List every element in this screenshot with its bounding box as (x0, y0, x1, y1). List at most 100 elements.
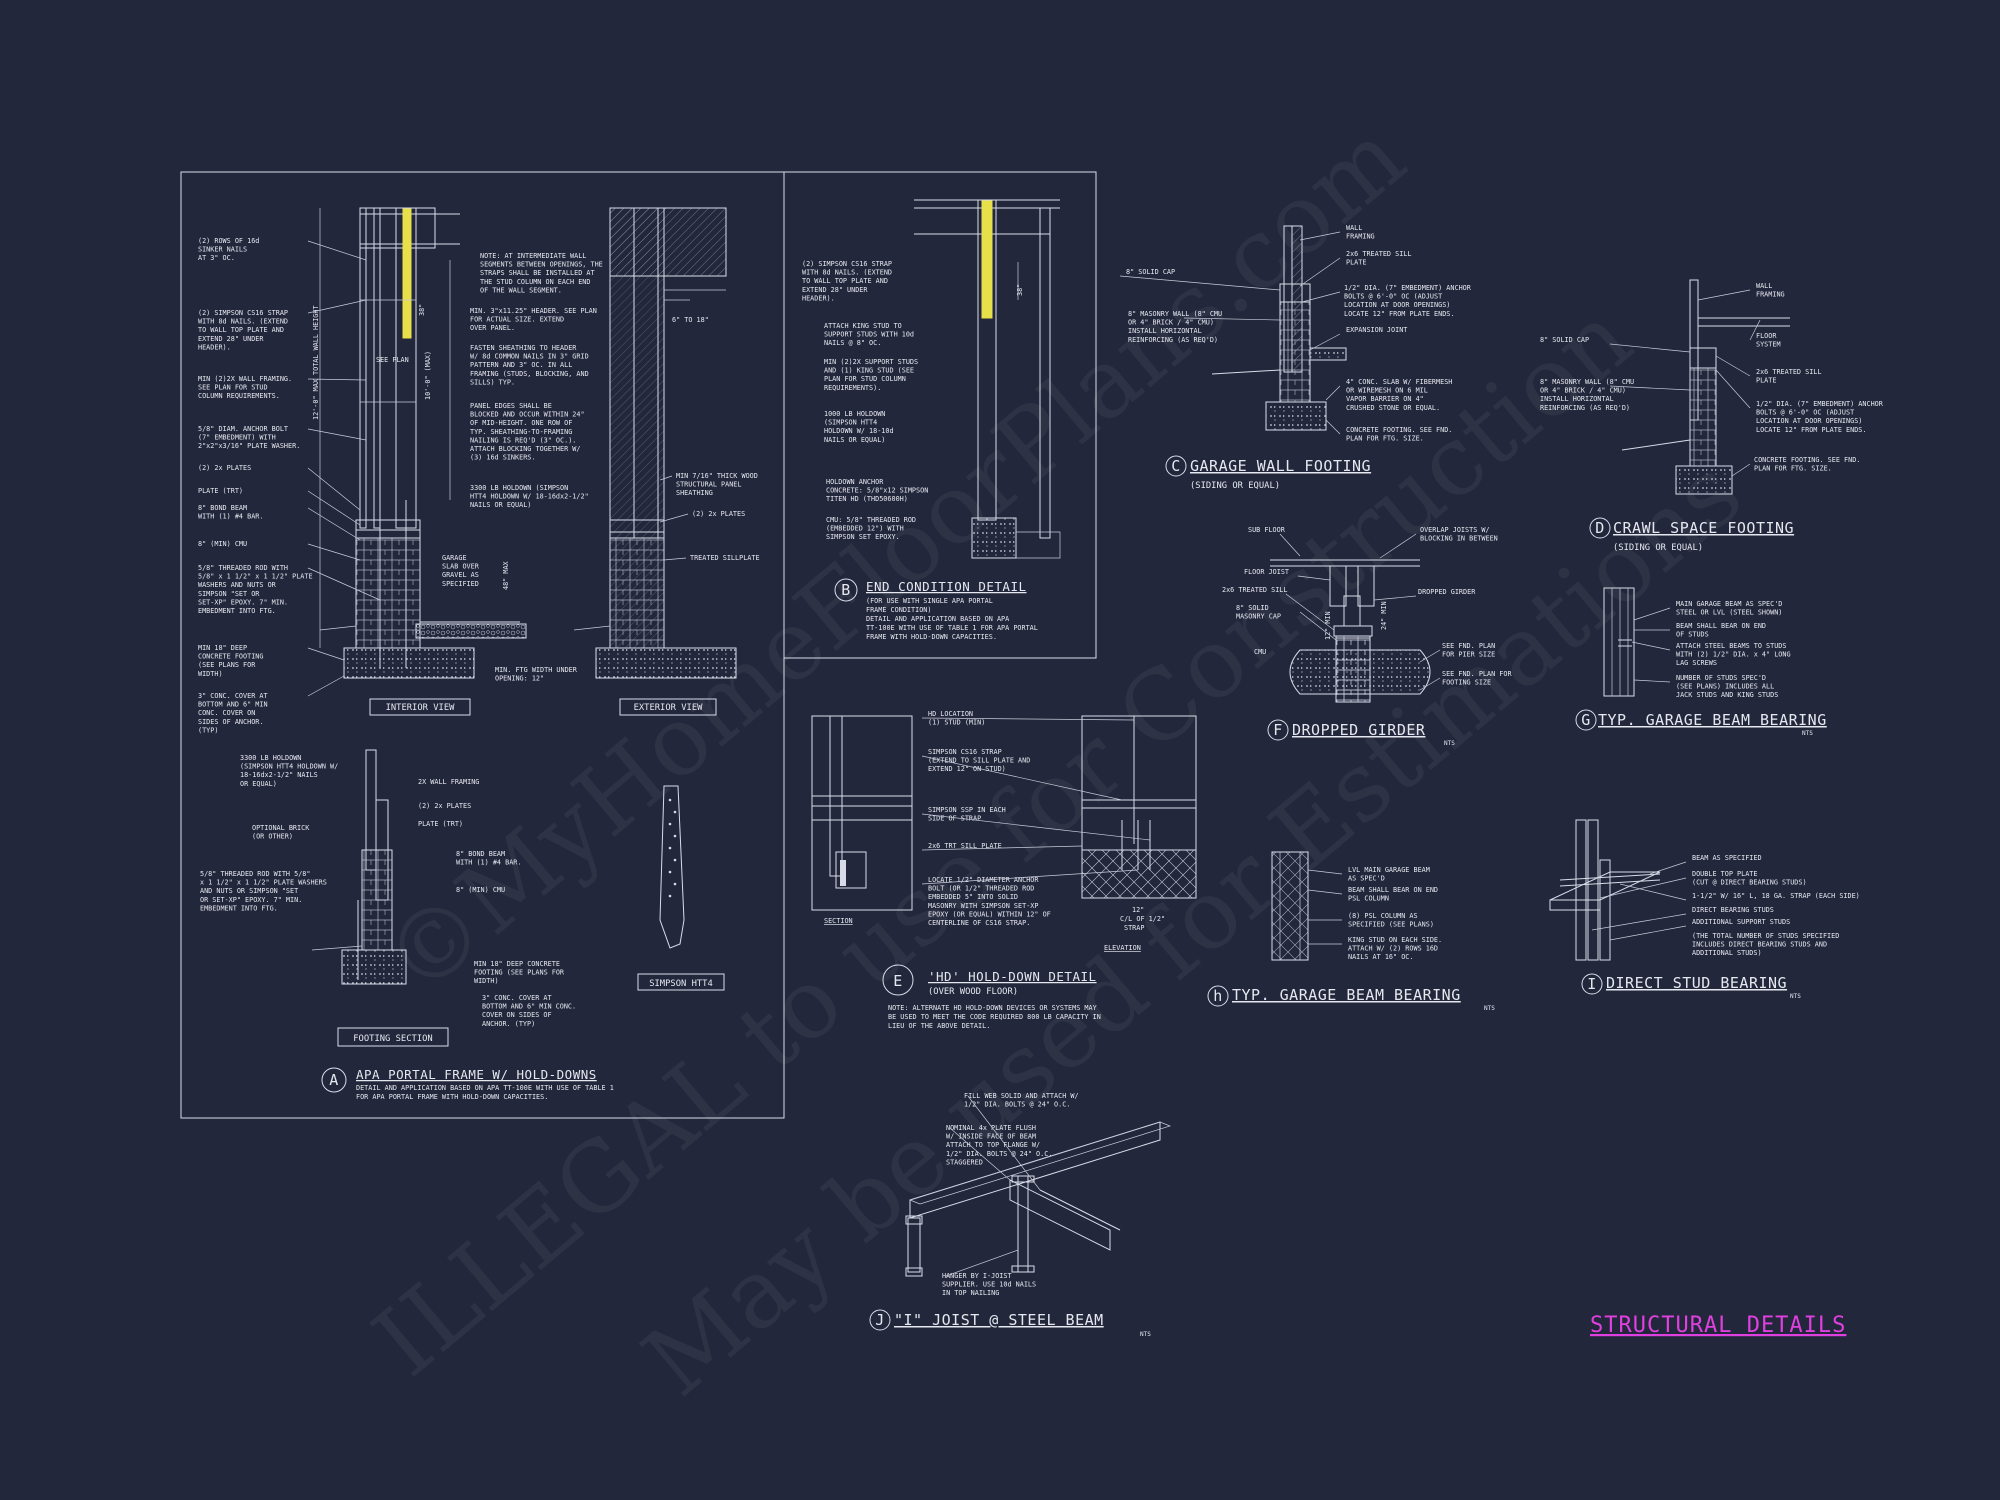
leader-line (1619, 883, 1687, 901)
note-text: SILLS) TYP. (470, 378, 515, 386)
note-text: LOCATION AT DOOR OPENINGS) (1344, 301, 1450, 309)
svg-text:BE USED TO MEET THE CODE REQUI: BE USED TO MEET THE CODE REQUIRED 800 LB… (888, 1013, 1101, 1021)
note-text: EXPANSION JOINT (1346, 326, 1407, 334)
detail-g-title-block: G TYP. GARAGE BEAM BEARING NTS (1575, 709, 1827, 737)
note-text: SPECIFIED (442, 580, 479, 588)
detail-c-drawing (1211, 225, 1347, 431)
note-text: OF MID-HEIGHT. ONE ROW OF (470, 419, 572, 427)
detail-a-title-block: A APA PORTAL FRAME W/ HOLD-DOWNS DETAIL … (321, 1067, 614, 1101)
note-text: (2) 2x PLATES (418, 802, 471, 810)
leader-line (1591, 913, 1687, 931)
tag-detail-e: E (893, 972, 903, 990)
note-text: (2) SIMPSON CS16 STRAP (802, 260, 892, 268)
detail-a-footing-section: FOOTING SECTION SIMPSON HTT4 (311, 749, 725, 1047)
note-text: HEADER). (802, 294, 835, 302)
label-interior-view: INTERIOR VIEW (386, 703, 456, 713)
note-text: 2"x2"x3/16" PLATE WASHER. (198, 442, 300, 450)
title-detail-b: END CONDITION DETAIL (866, 579, 1027, 594)
leader-line (307, 647, 345, 661)
note-text: (8) PSL COLUMN AS (1348, 912, 1418, 920)
leader-line (1609, 343, 1691, 353)
note-text: FRAMING (STUDS, BLOCKING, AND (470, 370, 589, 378)
svg-text:12": 12" (1132, 906, 1144, 914)
leader-line (1373, 595, 1417, 601)
note-text: SET-XP" EPOXY. 7" MIN. (198, 598, 288, 606)
leader-line (1309, 333, 1341, 351)
note-text: EMBEDDED 5" INTO SOLID (928, 893, 1018, 901)
title-detail-g: TYP. GARAGE BEAM BEARING (1598, 711, 1827, 729)
note-text: OR SET-XP" EPOXY. 7" MIN. (200, 896, 302, 904)
note-text: CMU: 5/8" THREADED ROD (826, 516, 916, 524)
detail-b-drawing: 38" (914, 199, 1061, 559)
note-text: 8" SOLID (1236, 604, 1269, 612)
note-text: AT 3" OC. (198, 254, 235, 262)
note-text: CRUSHED STONE OR EQUAL. (1346, 404, 1440, 412)
note-text: MIN 18" DEEP CONCRETE (474, 960, 560, 968)
note-text: BOTTOM AND 6" MIN (198, 701, 268, 709)
note-text: (2) 2x PLATES (198, 464, 251, 472)
note-text: HOLDOWN ANCHOR (826, 478, 884, 486)
note-text: IN TOP NAILING (942, 1289, 999, 1297)
note-text: (3) 16d SINKERS. (470, 454, 535, 462)
note-text: (2) SIMPSON CS16 STRAP (198, 309, 288, 317)
tag-detail-h: h (1213, 987, 1223, 1005)
note-text: OPENING: 12" (495, 675, 544, 683)
note-text: 5/8" THREADED ROD WITH 5/8" (200, 870, 311, 878)
note-text: W/ INSIDE FACE OF BEAM (946, 1133, 1036, 1141)
detail-b-title-block: B END CONDITION DETAIL (FOR USE WITH SIN… (834, 578, 1038, 641)
note-text: (SEE PLANS FOR (198, 661, 256, 669)
note-text: BOTTOM AND 6" MIN CONC. (482, 1003, 576, 1011)
detail-a-exterior-view: EXTERIOR VIEW 6" TO 18" (573, 207, 737, 716)
note-text: PATTERN AND 3" OC. IN ALL (470, 361, 572, 369)
note-text: FOOTING (SEE PLANS FOR (474, 969, 565, 977)
note-text: (OR OTHER) (252, 833, 293, 841)
note-text: 5/8" x 1 1/2" x 1 1/2" PLATE (198, 573, 313, 581)
tag-detail-c: C (1171, 457, 1181, 475)
note-text: 5/8" DIAM. ANCHOR BOLT (198, 425, 288, 433)
note-text: (7" EMBEDMENT) WITH (198, 434, 276, 442)
svg-text:NTS: NTS (1444, 740, 1455, 747)
simpson-htt4-hardware (659, 785, 685, 949)
title-detail-f: DROPPED GIRDER (1292, 721, 1426, 739)
leader-line (1633, 679, 1671, 683)
leader-line (1715, 355, 1751, 377)
leader-line (921, 717, 1135, 721)
note-text: BLOCKED AND OCCUR WITHIN 24" (470, 411, 585, 419)
svg-text:STRAP: STRAP (1124, 924, 1144, 932)
note-text: (CUT @ DIRECT BEARING STUDS) (1692, 879, 1807, 887)
note-text: SIMPSON SET EPOXY. (826, 533, 900, 541)
leader-line (1715, 369, 1751, 409)
label-exterior-view: EXTERIOR VIEW (634, 703, 704, 713)
note-text: 18-16dx2-1/2" NAILS (240, 771, 318, 779)
leader-line (1749, 319, 1761, 341)
svg-text:NTS: NTS (1484, 1005, 1495, 1012)
leader-line (663, 557, 687, 561)
note-text: BEAM AS SPECIFIED (1692, 854, 1762, 862)
note-text: EMBEDMENT INTO FTG. (198, 607, 276, 615)
note-text: WALL (1756, 282, 1772, 290)
detail-j-title-block: J "I" JOIST @ STEEL BEAM NTS (869, 1309, 1151, 1338)
note-text: MASONRY CAP (1236, 613, 1281, 621)
note-text: EXTEND 28" UNDER (198, 335, 264, 343)
svg-text:DETAIL AND APPLICATION BASED O: DETAIL AND APPLICATION BASED ON APA (866, 615, 1009, 623)
note-text: STRUCTURAL PANEL (676, 481, 741, 489)
title-detail-e: 'HD' HOLD-DOWN DETAIL (928, 969, 1097, 984)
note-text: TITEN HD (THD50600H) (826, 495, 908, 503)
note-text: REINFORCING (AS REQ'D) (1540, 404, 1630, 412)
note-text: PLATE (TRT) (418, 820, 463, 828)
leader-line (307, 507, 361, 541)
note-text: INCLUDES DIRECT BEARING STUDS AND (1692, 941, 1827, 949)
leader-line (1307, 889, 1343, 895)
leader-line (1599, 877, 1687, 899)
note-text: JACK STUDS AND KING STUDS (1676, 691, 1778, 699)
note-text: BEAM SHALL BEAR ON END (1676, 622, 1766, 630)
leader-line (1285, 593, 1335, 631)
leader-line (307, 240, 367, 261)
note-text: 2x6 TREATED SILL (1222, 586, 1287, 594)
note-text: NAILS @ 8" OC. (824, 339, 881, 347)
leader-line (1419, 677, 1441, 691)
note-text: CONCRETE FOOTING (198, 653, 263, 661)
note-text: DOUBLE TOP PLATE (1692, 870, 1757, 878)
note-text: PSL COLUMN (1348, 895, 1389, 903)
note-text: SEE PLAN FOR STUD (198, 384, 268, 392)
